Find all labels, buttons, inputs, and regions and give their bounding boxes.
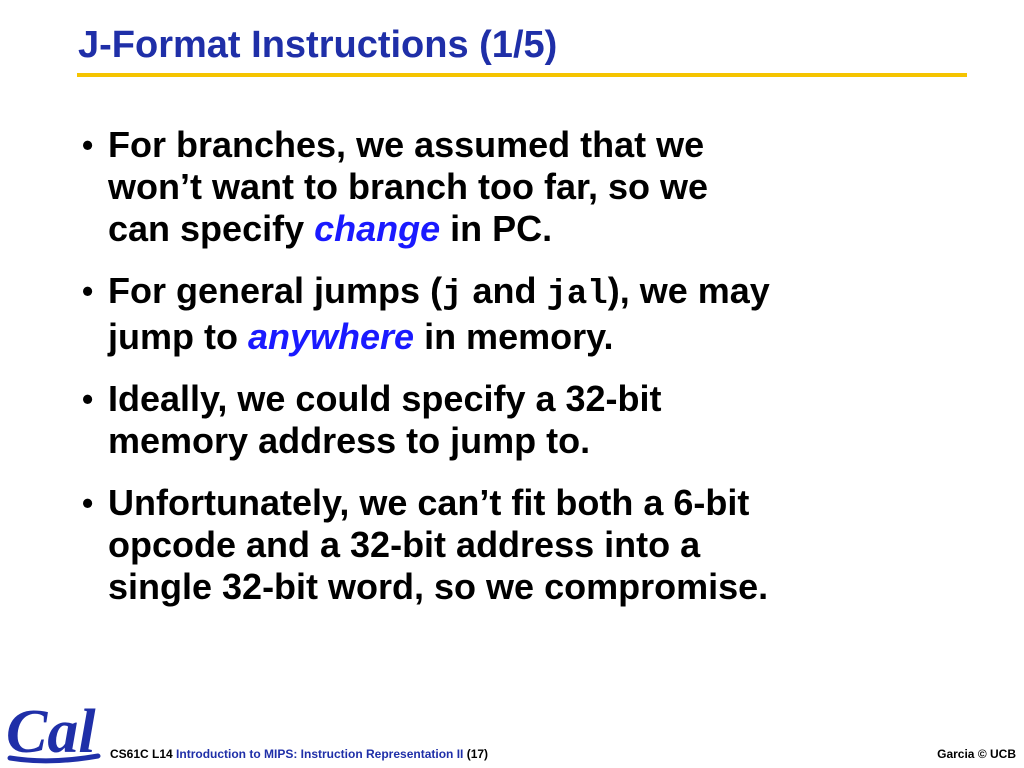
- bullet-dot: •: [82, 381, 94, 417]
- bullet-dot: •: [82, 485, 94, 521]
- footer-lecture-title: Introduction to MIPS: Instruction Repres…: [176, 747, 464, 761]
- bullet-2-line-1-mid: and: [462, 270, 547, 311]
- bullet-2-line-2-pre: jump to: [108, 316, 248, 357]
- bullet-4-line-1: Unfortunately, we can’t fit both a 6-bit: [108, 482, 750, 523]
- bullet-dot: •: [82, 273, 94, 309]
- bullet-4-line-3: single 32-bit word, so we compromise.: [108, 566, 769, 607]
- bullet-item-3: • Ideally, we could specify a 32-bit mem…: [82, 378, 982, 462]
- bullet-3-line-1: Ideally, we could specify a 32-bit: [108, 378, 662, 419]
- bullet-1-emphasis: change: [314, 208, 441, 249]
- code-j: j: [442, 276, 463, 314]
- title-underline: [77, 73, 967, 77]
- cal-logo: Cal: [6, 698, 101, 766]
- footer-author: Garcia © UCB: [937, 747, 1016, 761]
- cal-logo-text: Cal: [6, 698, 96, 766]
- bullet-2-line-1-pre: For general jumps (: [108, 270, 443, 311]
- bullet-1-line-2: won’t want to branch too far, so we: [108, 166, 709, 207]
- bullet-item-1: • For branches, we assumed that we won’t…: [82, 124, 982, 250]
- bullet-1-line-3-post: in PC.: [440, 208, 553, 249]
- bullet-2-line-2-post: in memory.: [414, 316, 614, 357]
- slide-title: J-Format Instructions (1/5): [78, 24, 558, 66]
- bullet-item-2: • For general jumps (j and jal), we may …: [82, 270, 982, 358]
- bullet-1-line-1: For branches, we assumed that we: [108, 124, 705, 165]
- bullet-item-4: • Unfortunately, we can’t fit both a 6-b…: [82, 482, 982, 608]
- footer-course-info: CS61C L14 Introduction to MIPS: Instruct…: [110, 747, 488, 761]
- footer-page-number: (17): [463, 747, 489, 761]
- bullet-3-line-2: memory address to jump to.: [108, 420, 591, 461]
- footer-course: CS61C L14: [110, 747, 177, 761]
- bullet-1-line-3-pre: can specify: [108, 208, 315, 249]
- bullet-4-line-2: opcode and a 32-bit address into a: [108, 524, 701, 565]
- bullet-2-line-1-post: ), we may: [607, 270, 770, 311]
- bullet-2-emphasis: anywhere: [247, 316, 415, 357]
- code-jal: jal: [546, 276, 608, 314]
- bullet-list: • For branches, we assumed that we won’t…: [82, 124, 982, 628]
- bullet-dot: •: [82, 127, 94, 163]
